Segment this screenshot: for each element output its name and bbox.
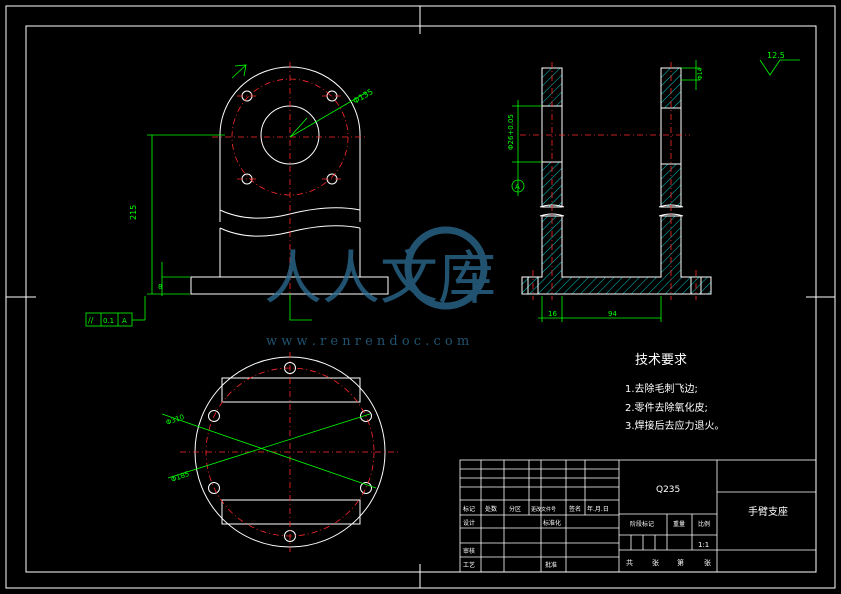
tb-header-4: 更改文件号 [531,506,556,513]
tb-stage-mark: 阶段标记 [630,520,654,528]
dim-pcd-bottom-lower: Φ185 [170,470,190,484]
tb-part-name: 手臂支座 [748,505,788,518]
datum-tol-symbol: // [88,316,94,325]
tb-sheet-1: 共 [626,558,633,567]
tb-scale: 比例 [698,520,710,528]
dim-height-215: 215 [129,205,138,220]
dim-plate-thickness: 16 [548,310,557,318]
datum-a-label: A [515,183,520,191]
tb-weight: 重量 [673,520,685,528]
technical-requirements: 技术要求 1.去除毛刺飞边; 2.零件去除氧化皮; 3.焊接后去应力退火。 [625,353,725,432]
datum-tol-value: 0.1 [103,317,114,325]
watermark-url: w w w . r e n r e n d o c . c o m [266,334,469,349]
tech-req-item-3: 3.焊接后去应力退火。 [625,419,725,432]
tb-check: 审核 [463,547,475,555]
tb-scale-value: 1:1 [698,541,709,549]
tb-header-3: 分区 [509,505,521,513]
top-view: Φ310 Φ185 [161,352,400,552]
datum-tol-ref: A [122,317,127,325]
tb-process: 工艺 [463,561,475,569]
side-section-view: Φ26+0.05 A 16 94 Φ14 12.5 [507,51,800,322]
dim-right-hole: Φ26+0.05 [507,114,515,150]
tech-req-heading: 技术要求 [635,353,687,368]
tech-req-item-2: 2.零件去除氧化皮; [625,401,708,414]
sheet-frame [5,5,836,589]
dim-pcd-top: Φ135 [352,87,375,106]
tb-approve: 批准 [545,561,557,569]
tb-sheet-3: 第 [677,558,684,567]
tb-material: Q235 [656,485,680,495]
dim-pcd-bottom-upper: Φ310 [165,413,185,427]
watermark-brand: 人人文库 [264,244,496,312]
tb-sheet-2: 张 [652,558,659,567]
tb-header-1: 标记 [463,505,475,513]
front-view: 215 Φ135 8 // 0.1 A [85,62,389,327]
dim-top-right: Φ14 [697,67,704,80]
tb-header-5: 签名 [569,505,581,513]
title-block: 标记 处数 分区 更改文件号 签名 年.月.日 设计 标准化 审核 工艺 批准 … [459,459,817,573]
tb-design: 设计 [463,519,475,527]
dim-span-94: 94 [608,310,617,318]
watermark: 人人文库 w w w . r e n r e n d o c . c o m [264,226,496,349]
tb-header-6: 年.月.日 [587,505,609,513]
tb-header-2: 处数 [485,505,497,513]
dim-base-thickness: 8 [158,283,162,291]
surface-finish-value: 12.5 [767,51,785,60]
tech-req-item-1: 1.去除毛刺飞边; [625,382,698,395]
tb-sheet-4: 张 [704,558,711,567]
tb-standard: 标准化 [543,519,561,527]
